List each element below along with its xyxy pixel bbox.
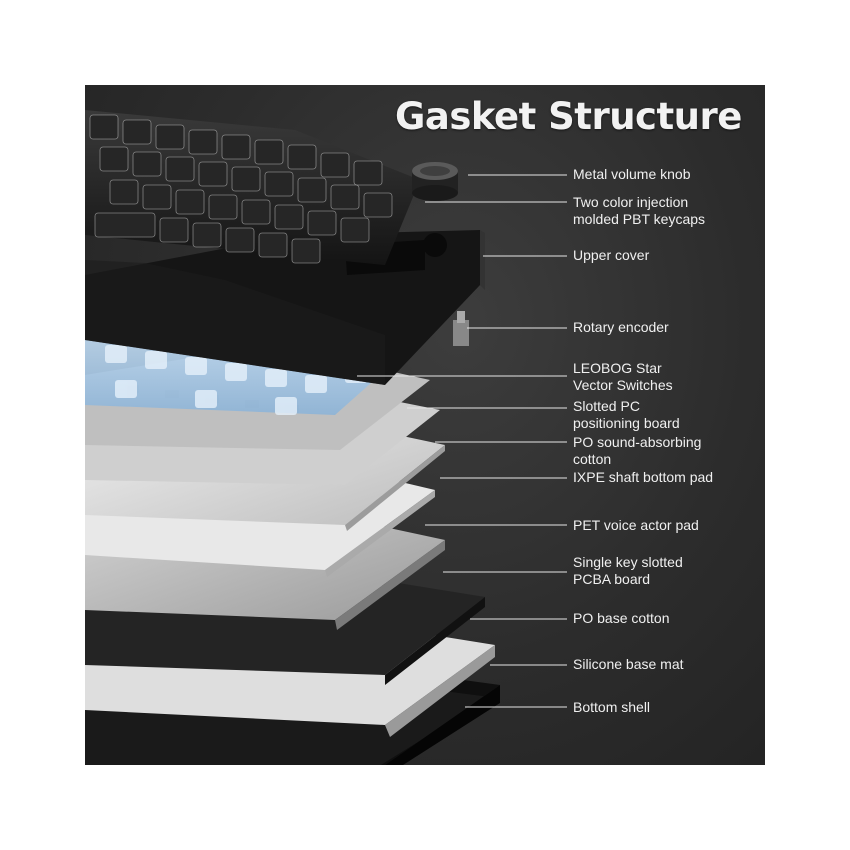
label-pc-positioning-board: Slotted PC positioning board: [573, 398, 680, 431]
label-silicone-base-mat: Silicone base mat: [573, 656, 684, 672]
label-bottom-shell: Bottom shell: [573, 699, 651, 715]
label-pbt-keycaps: Two color injection molded PBT keycaps: [573, 194, 706, 227]
volume-knob-part: [412, 162, 458, 201]
upper-cover-layer: [85, 230, 485, 385]
exploded-keyboard-illustration: [85, 110, 567, 765]
leader-lines: [357, 174, 567, 708]
keycaps-layer: [85, 110, 420, 265]
rotary-encoder-part: [453, 311, 469, 346]
label-rotary-encoder: Rotary encoder: [573, 319, 669, 335]
label-pet-pad: PET voice actor pad: [573, 517, 699, 533]
label-po-base-cotton: PO base cotton: [573, 610, 670, 626]
label-pcba-board: Single key slotted PCBA board: [573, 554, 683, 587]
label-ixpe-pad: IXPE shaft bottom pad: [573, 469, 714, 485]
label-po-sound-cotton: PO sound-absorbing cotton: [573, 434, 702, 467]
label-metal-volume-knob: Metal volume knob: [573, 166, 691, 182]
label-upper-cover: Upper cover: [573, 247, 650, 263]
label-switches: LEOBOG Star Vector Switches: [573, 360, 673, 393]
diagram-title: Gasket Structure: [395, 95, 742, 138]
